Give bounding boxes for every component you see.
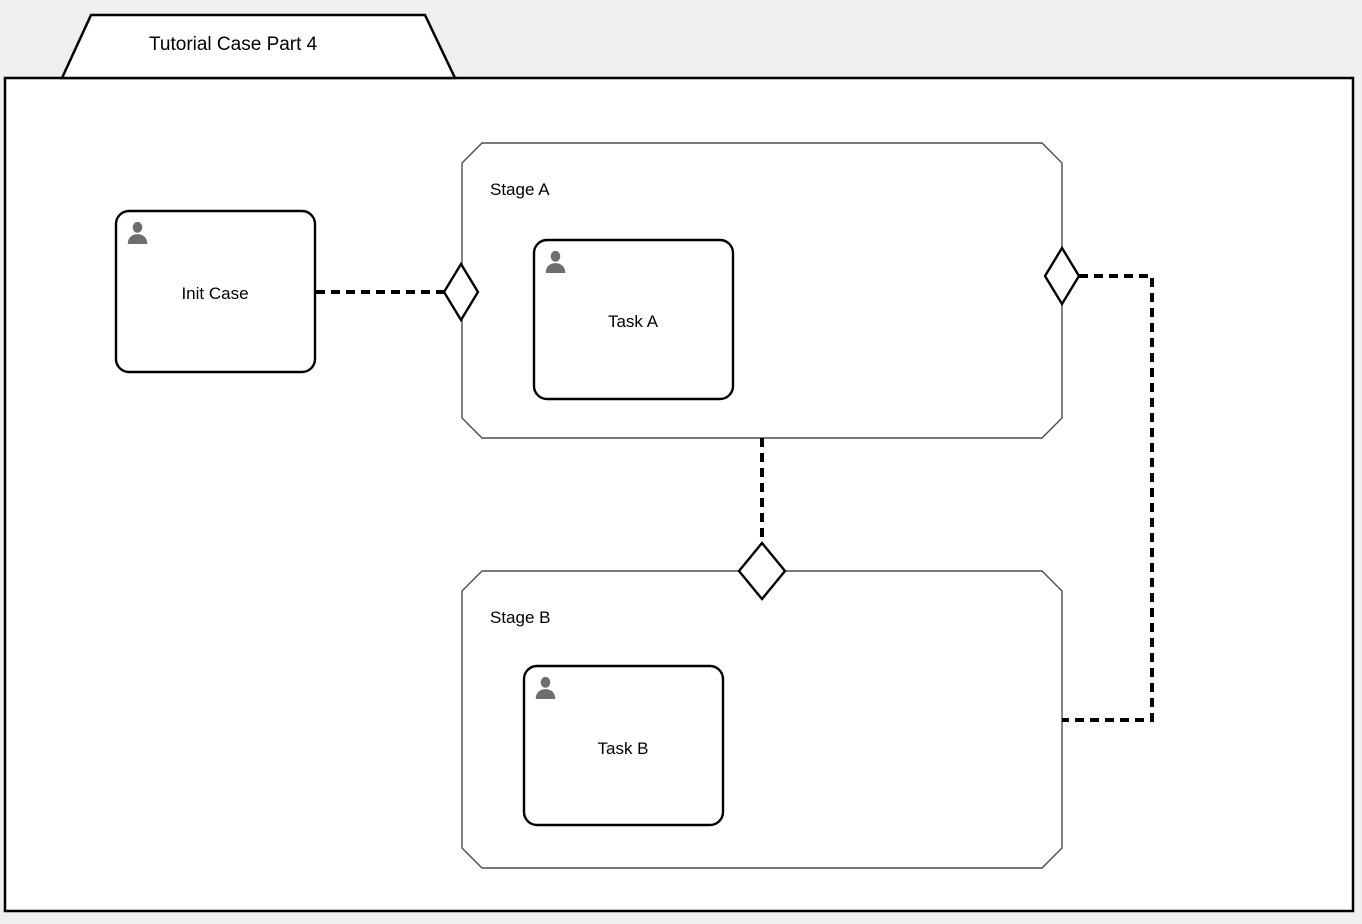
sentry-stage-a-entry[interactable] (442, 261, 480, 323)
task-b-label: Task B (597, 739, 648, 758)
stage-b-label: Stage B (490, 608, 551, 627)
sentry-diamond-icon[interactable] (1043, 245, 1081, 307)
sentry-stage-b-entry[interactable] (737, 541, 787, 601)
node-init-case[interactable]: Init Case (114, 209, 317, 374)
stage-a-label: Stage A (490, 180, 550, 199)
init-case-label: Init Case (181, 284, 248, 303)
sentry-diamond-icon[interactable] (442, 261, 480, 323)
task-b-shape[interactable] (522, 664, 725, 827)
title-tab-label: Tutorial Case Part 4 (149, 34, 318, 55)
sentry-diamond-icon[interactable] (737, 541, 787, 601)
sentry-stage-a-exit[interactable] (1043, 245, 1081, 307)
node-task-b[interactable]: Task B (522, 664, 725, 827)
title-tab[interactable] (60, 13, 457, 80)
task-a-shape[interactable] (532, 238, 735, 401)
node-task-a[interactable]: Task A (532, 238, 735, 401)
task-a-label: Task A (608, 312, 659, 331)
connector-stage-a-exit-to-stage-b[interactable] (1062, 274, 1154, 722)
init-case-shape[interactable] (114, 209, 317, 374)
